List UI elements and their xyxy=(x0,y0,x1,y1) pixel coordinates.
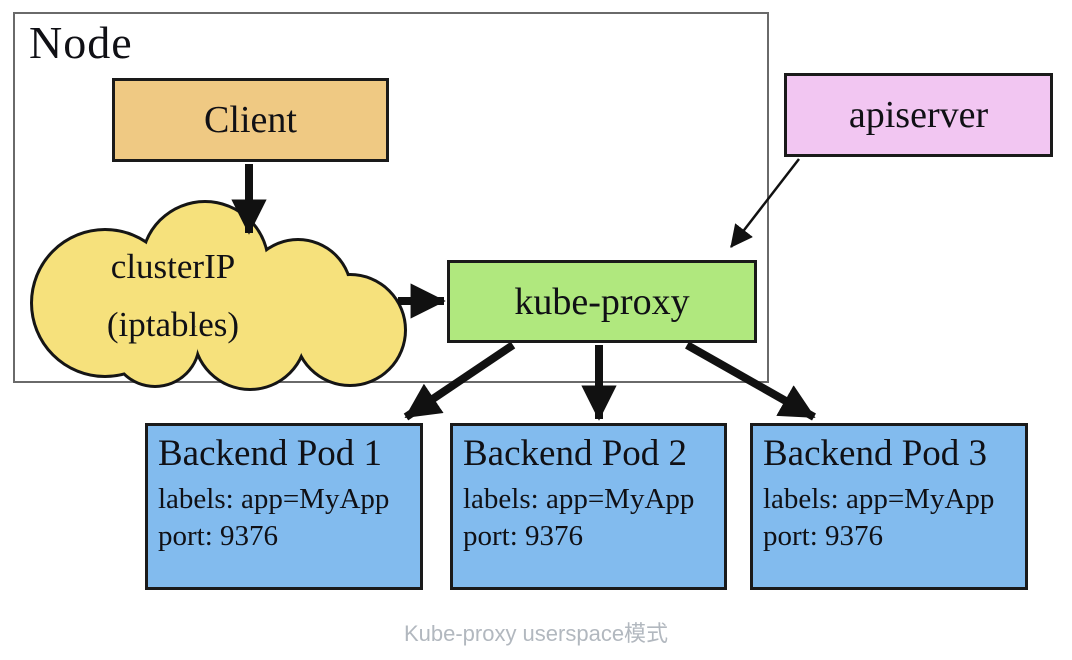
pod-port: port: 9376 xyxy=(463,520,584,552)
kube-proxy-label: kube-proxy xyxy=(514,280,690,323)
node-label: Node xyxy=(29,17,133,68)
apiserver-label: apiserver xyxy=(848,94,989,136)
pod-labels: labels: app=MyApp xyxy=(158,483,390,515)
kube-proxy-box: kube-proxy xyxy=(447,260,757,343)
iptables-line: (iptables) xyxy=(106,305,240,344)
clusterip-cloud-text: clusterIP (iptables) xyxy=(58,238,288,354)
pod-port: port: 9376 xyxy=(158,520,279,552)
pod-title: Backend Pod 3 xyxy=(763,433,988,474)
pod-port: port: 9376 xyxy=(763,520,884,552)
pod-labels: labels: app=MyApp xyxy=(763,483,995,515)
client-label: Client xyxy=(204,99,297,141)
figure-caption: Kube-proxy userspace模式 xyxy=(403,621,669,646)
backend-pod-3-box: Backend Pod 3 labels: app=MyApp port: 93… xyxy=(750,423,1028,590)
pod-labels: labels: app=MyApp xyxy=(463,483,695,515)
backend-pod-2-box: Backend Pod 2 labels: app=MyApp port: 93… xyxy=(450,423,727,590)
clusterip-line: clusterIP xyxy=(110,247,236,286)
backend-pod-1-box: Backend Pod 1 labels: app=MyApp port: 93… xyxy=(145,423,423,590)
apiserver-box: apiserver xyxy=(784,73,1053,157)
pod-title: Backend Pod 1 xyxy=(158,433,383,474)
client-box: Client xyxy=(112,78,389,162)
pod-title: Backend Pod 2 xyxy=(463,433,688,474)
